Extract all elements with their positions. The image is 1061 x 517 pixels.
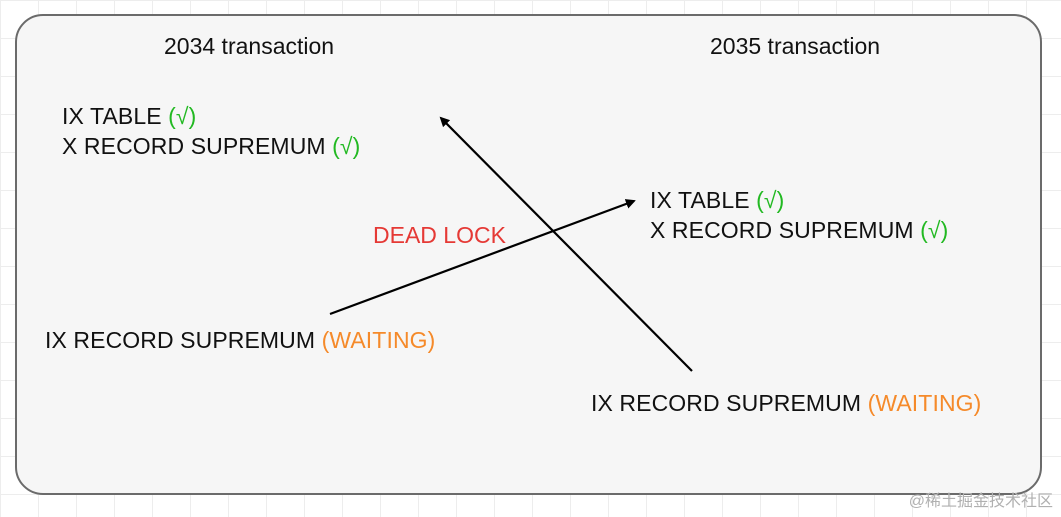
- arrow-2034-wait-to-2035-hold: [329, 199, 636, 316]
- t2035-waiting-lock-status: (WAITING): [867, 390, 982, 416]
- t2034-held-lock-1-text: IX TABLE: [62, 103, 162, 129]
- t2035-held-lock-2-status: (√): [920, 217, 949, 243]
- t2034-held-lock-1: IX TABLE (√): [62, 101, 196, 131]
- t2035-waiting-lock-text: IX RECORD SUPREMUM: [591, 390, 862, 416]
- t2034-held-lock-2-status: (√): [332, 133, 361, 159]
- t2035-held-lock-1: IX TABLE (√): [650, 185, 784, 215]
- t2035-held-lock-1-text: IX TABLE: [650, 187, 750, 213]
- transaction-2035-title: 2035 transaction: [710, 33, 881, 59]
- t2034-waiting-lock: IX RECORD SUPREMUM (WAITING): [45, 325, 435, 355]
- t2035-held-lock-2-text: X RECORD SUPREMUM: [650, 217, 914, 243]
- transaction-2034-title: 2034 transaction: [164, 33, 335, 59]
- t2035-held-lock-2: X RECORD SUPREMUM (√): [650, 215, 948, 245]
- t2034-waiting-lock-text: IX RECORD SUPREMUM: [45, 327, 316, 353]
- watermark: @稀土掘金技术社区: [908, 493, 1053, 510]
- t2035-waiting-lock: IX RECORD SUPREMUM (WAITING): [591, 388, 981, 418]
- diagram-frame: [15, 14, 1042, 495]
- deadlock-label: DEAD LOCK: [373, 222, 506, 248]
- t2034-held-lock-1-status: (√): [168, 103, 197, 129]
- arrow-2035-wait-to-2034-hold: [439, 116, 693, 372]
- t2034-waiting-lock-status: (WAITING): [321, 327, 436, 353]
- t2034-held-lock-2: X RECORD SUPREMUM (√): [62, 131, 360, 161]
- t2034-held-lock-2-text: X RECORD SUPREMUM: [62, 133, 326, 159]
- t2035-held-lock-1-status: (√): [756, 187, 785, 213]
